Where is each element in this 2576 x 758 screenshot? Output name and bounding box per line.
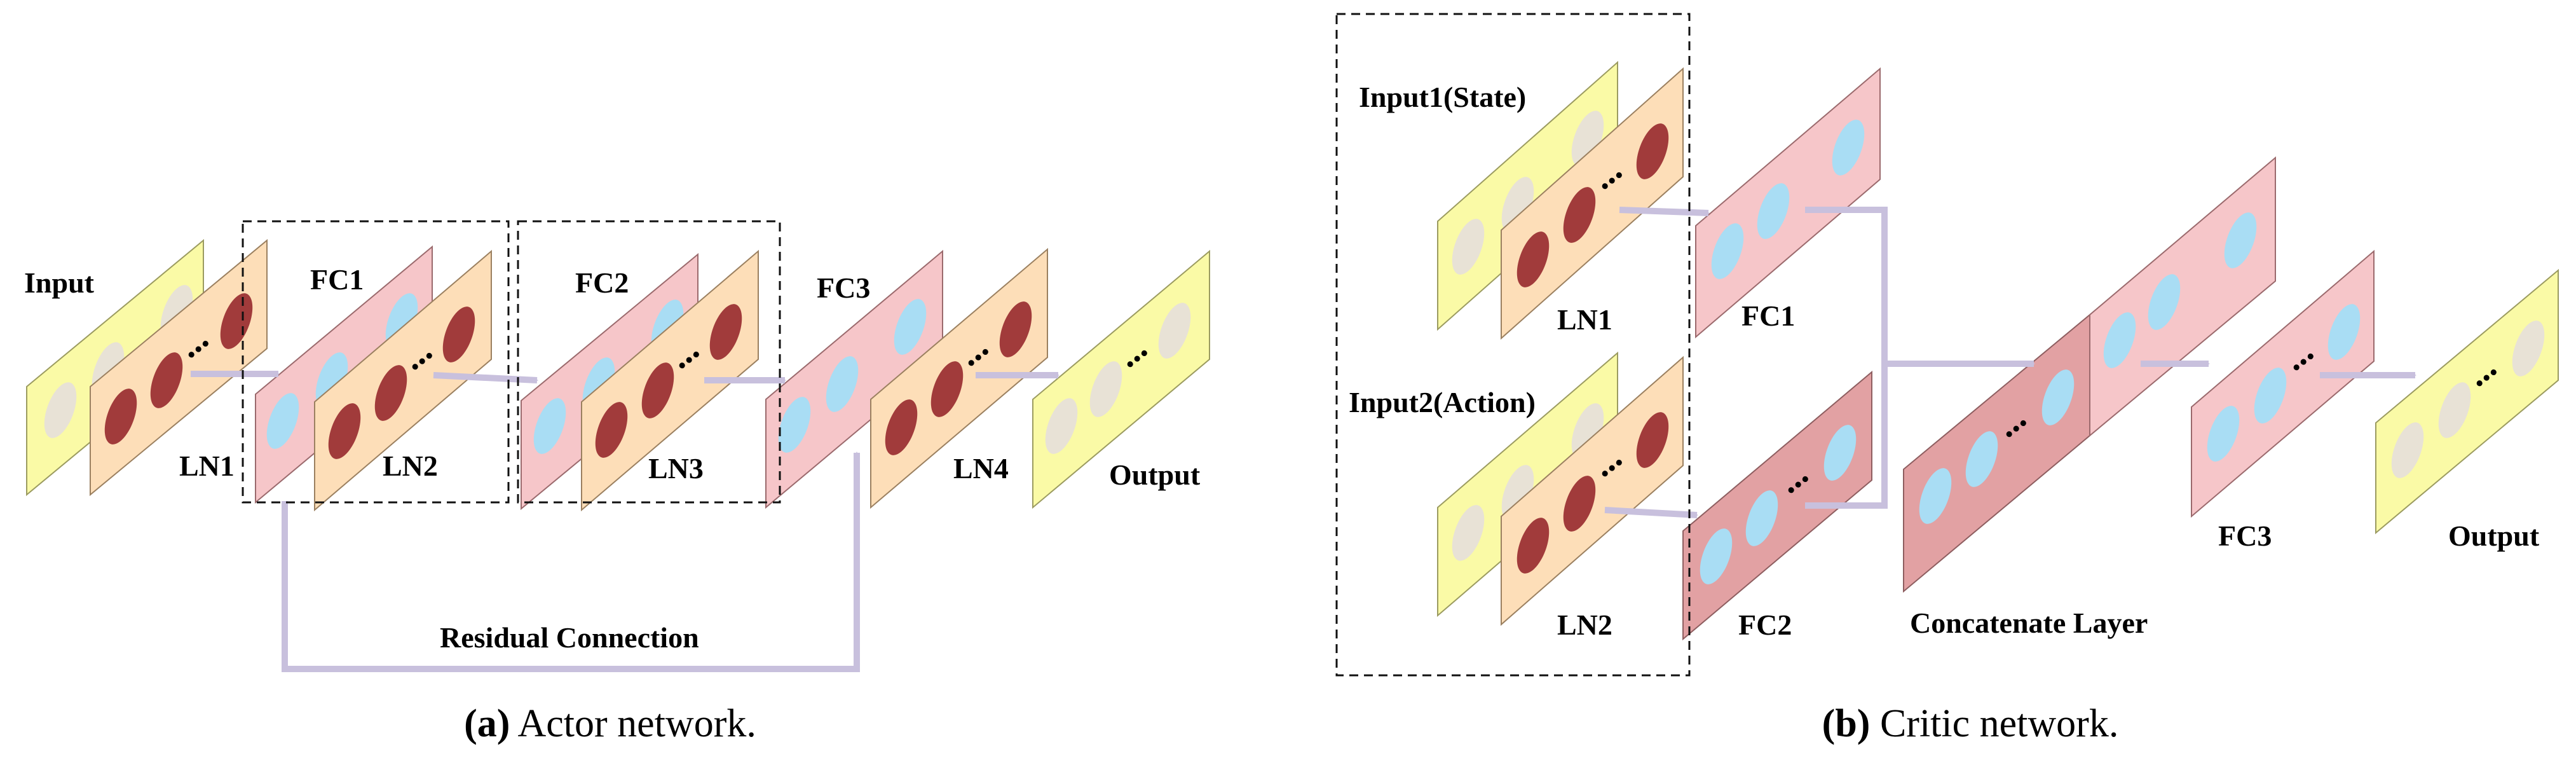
critic-fc1-layer: [1695, 67, 1881, 339]
caption-text: Critic network.: [1870, 702, 2118, 745]
node: [1823, 425, 1857, 481]
node: [44, 382, 77, 438]
residual-connection-arrow: [282, 451, 860, 672]
node: [1452, 505, 1485, 561]
node: [1045, 398, 1078, 454]
critic-input2-layer: [1437, 351, 1618, 617]
critic-fc3-label: FC3: [2218, 520, 2272, 552]
actor-output-label: Output: [1109, 458, 1201, 491]
node: [2254, 368, 2287, 424]
node: [150, 352, 183, 408]
critic-fc3-layer: ...: [2191, 249, 2375, 518]
node: [1965, 431, 1998, 487]
actor-ln4-label: LN4: [953, 452, 1009, 485]
actor-network: ... ... ...: [24, 220, 1210, 745]
node: [1158, 303, 1191, 359]
critic-fc2-layer: ...: [1682, 370, 1872, 641]
actor-caption: (a) Actor network.: [464, 702, 756, 745]
actor-flow-arrows: [191, 371, 1060, 383]
actor-ln2-label: LN2: [383, 450, 438, 482]
node: [533, 398, 566, 454]
critic-fc1-label: FC1: [1741, 300, 1795, 332]
actor-ln4-layer: ...: [870, 247, 1048, 509]
actor-fc3-layer: [765, 249, 943, 509]
residual-connection-label: Residual Connection: [440, 621, 699, 654]
actor-fc3-label: FC3: [817, 272, 870, 304]
actor-ln3-label: LN3: [648, 452, 704, 485]
node: [1563, 476, 1596, 532]
node: [778, 397, 811, 453]
node: [1832, 120, 1865, 176]
node: [709, 304, 742, 360]
actor-block-1-box: [242, 220, 510, 504]
node: [1757, 183, 1790, 239]
actor-ln1-label: LN1: [179, 450, 235, 482]
actor-ln1-layer: ...: [90, 238, 268, 497]
node: [1563, 187, 1596, 243]
caption-letter: (b): [1822, 702, 1871, 745]
node: [1516, 518, 1550, 574]
node: [374, 365, 407, 421]
node: [1700, 528, 1733, 584]
critic-output-label: Output: [2448, 520, 2540, 552]
critic-ln2-layer: ...: [1501, 355, 1684, 626]
node: [220, 293, 253, 349]
critic-input1-label: Input1(State): [1359, 81, 1526, 113]
critic-input2-label: Input2(Action): [1349, 386, 1536, 418]
actor-ln2-layer: ...: [314, 249, 492, 512]
actor-fc2-label: FC2: [575, 266, 629, 299]
critic-input-box: [1335, 13, 1691, 677]
node: [328, 403, 361, 459]
node: [2327, 304, 2361, 360]
node: [999, 301, 1032, 357]
node: [1089, 361, 1122, 417]
node: [1711, 223, 1744, 279]
node: [641, 362, 674, 418]
critic-concat-label: Concatenate Layer: [1910, 607, 2148, 639]
actor-fc1-label: FC1: [310, 263, 364, 296]
critic-caption: (b) Critic network.: [1822, 702, 2119, 745]
caption-letter: (a): [464, 702, 510, 745]
critic-ln2-label: LN2: [1557, 609, 1612, 641]
actor-block-2-box: [517, 220, 781, 504]
node: [930, 361, 964, 417]
critic-fc2-label: FC2: [1738, 609, 1792, 641]
actor-input-label: Input: [24, 266, 95, 299]
node: [2391, 422, 2424, 478]
node: [2103, 312, 2136, 368]
node: [885, 399, 918, 455]
node: [826, 356, 859, 412]
actor-ln3-layer: ...: [581, 249, 759, 512]
critic-flow-arrows: [1604, 207, 2416, 518]
node: [266, 393, 299, 449]
node: [2207, 406, 2240, 462]
node: [1636, 123, 1669, 179]
critic-ln1-label: LN1: [1557, 303, 1612, 336]
node: [2148, 274, 2181, 330]
node: [1636, 412, 1669, 468]
node: [595, 402, 628, 458]
node: [894, 299, 927, 355]
critic-concat-layer: ...: [1903, 156, 2276, 593]
node: [1745, 490, 1778, 546]
node: [2224, 212, 2257, 268]
actor-output-layer: ...: [1032, 249, 1210, 509]
node: [104, 389, 137, 444]
node: [1516, 231, 1550, 287]
critic-network: ... ... ...: [1335, 13, 2559, 745]
node: [1452, 219, 1485, 275]
node: [442, 307, 475, 362]
node: [1919, 468, 1952, 524]
node: [2041, 369, 2075, 425]
caption-text: Actor network.: [510, 702, 756, 745]
critic-output-layer: ...: [2375, 268, 2559, 535]
node: [2512, 320, 2545, 376]
critic-ln1-layer: ...: [1501, 67, 1684, 340]
node: [2438, 382, 2471, 438]
